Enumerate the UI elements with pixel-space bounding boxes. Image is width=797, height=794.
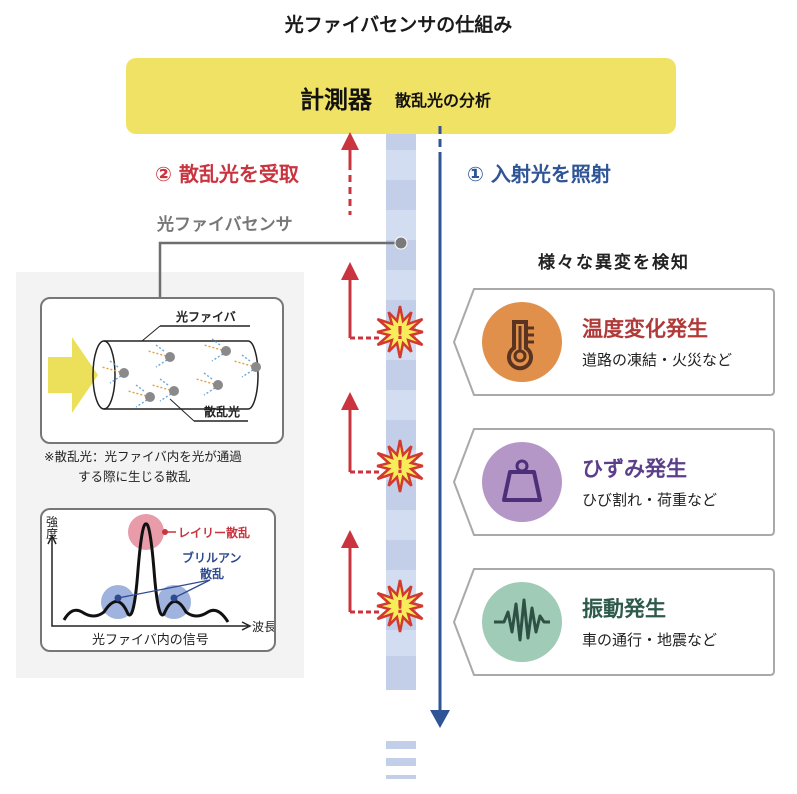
weight-badge	[482, 442, 562, 522]
exclamation-icon: !	[396, 457, 404, 478]
burst-icon	[376, 305, 424, 359]
scatter-ray-blue	[159, 378, 169, 386]
y-axis-label-2: 度	[46, 526, 58, 541]
scattered-light-return-arrow	[341, 132, 359, 215]
spectrum-caption: 光ファイバ内の信号	[92, 632, 209, 648]
scatter-ray-blue	[241, 354, 251, 362]
y-axis-label-1: 強	[46, 515, 58, 529]
anomaly-description: 道路の凍結・火災など	[582, 351, 733, 369]
scatter-note-line2: する際に生じる散乱	[78, 469, 191, 484]
vibration-wave-badge	[482, 582, 562, 662]
measurement-device-subtitle: 散乱光の分析	[395, 91, 492, 110]
signal-curve	[62, 522, 230, 623]
x-axis-label: 波長	[252, 620, 274, 634]
brillouin-label-1: ブリルアン	[182, 550, 242, 565]
brillouin-label-2: 散乱	[200, 566, 224, 581]
exclamation-icon: !	[396, 597, 404, 618]
scatter-ray-orange	[195, 378, 215, 385]
fiber-illustration: 光ファイバ 散乱光	[48, 309, 261, 422]
scatter-ray-blue	[135, 384, 145, 392]
spectrum-illustration: レイリー散乱 ブリルアン 散乱 強 度 波長 光ファイバ内の信号	[46, 514, 274, 648]
scatter-ray-orange	[151, 384, 171, 391]
anomaly-card: 振動発生 車の通行・地震など	[452, 567, 776, 677]
scatter-ray-blue	[155, 359, 168, 368]
burst-icon	[376, 439, 424, 493]
thermometer-icon	[482, 320, 562, 386]
scatter-ray-blue	[241, 369, 254, 378]
anomaly-description: ひび割れ・荷重など	[582, 491, 718, 509]
scatter-particle	[213, 380, 223, 390]
scatter-ray-orange	[203, 344, 223, 351]
return-arrowhead	[341, 262, 359, 280]
incident-light-icon	[48, 337, 98, 413]
scatter-particle	[145, 392, 155, 402]
anomaly-card: ひずみ発生 ひび割れ・荷重など	[452, 427, 776, 537]
scatter-particle	[165, 352, 175, 362]
measurement-device-label: 計測器	[300, 86, 372, 114]
fiber-label: 光ファイバ	[175, 309, 236, 324]
rayleigh-label: レイリー散乱	[178, 525, 250, 540]
anomaly-title: 温度変化発生	[582, 317, 708, 341]
scatter-ray-blue	[211, 338, 221, 346]
step-receive-label: ② 散乱光を受取	[155, 162, 299, 186]
rayleigh-highlight	[128, 514, 164, 550]
vibration-wave-icon	[482, 598, 562, 666]
return-arrowhead	[341, 530, 359, 548]
scatter-note-line1: ※散乱光：光ファイバ内を光が通過	[44, 449, 242, 464]
anomaly-burst-group: !	[341, 530, 424, 633]
anomaly-card: 温度変化発生 道路の凍結・火災など	[452, 287, 776, 397]
anomaly-burst-group: !	[341, 262, 424, 359]
scatter-ray-blue	[155, 344, 165, 352]
detect-title: 様々な異変を検知	[538, 253, 690, 273]
scatter-particle	[169, 386, 179, 396]
anomaly-burst-group: !	[341, 392, 424, 493]
thermometer-badge	[482, 302, 562, 382]
scatter-ray-blue	[135, 399, 148, 408]
scatter-ray-blue	[109, 360, 119, 368]
scatter-ray-blue	[159, 393, 172, 402]
sensor-connector	[158, 236, 408, 297]
incident-light-arrow	[430, 126, 450, 728]
spectrum-diagram-box: レイリー散乱 ブリルアン 散乱 強 度 波長 光ファイバ内の信号	[40, 508, 276, 652]
spectrum-axes	[51, 538, 248, 627]
scatter-ray-orange	[233, 360, 253, 367]
scatter-ray-orange	[101, 366, 121, 373]
return-arrowhead	[341, 392, 359, 410]
exclamation-icon: !	[396, 323, 404, 344]
diagram-title: 光ファイバセンサの仕組み	[284, 14, 513, 36]
weight-icon	[482, 459, 562, 526]
scatter-particle	[119, 368, 129, 378]
anomaly-title: ひずみ発生	[582, 457, 687, 481]
scatter-ray-orange	[147, 350, 167, 357]
anomaly-description: 車の通行・地震など	[582, 631, 718, 649]
scatter-ray-blue	[211, 353, 224, 362]
scatter-particle	[221, 346, 231, 356]
scatter-particle	[251, 362, 261, 372]
scatter-ray-blue	[203, 372, 213, 380]
burst-icon	[376, 579, 424, 633]
scatter-ray-orange	[127, 390, 147, 397]
scatter-label: 散乱光	[204, 404, 240, 419]
measurement-device-box	[126, 58, 676, 134]
fiber-diagram-box: 光ファイバ 散乱光	[40, 297, 284, 444]
step-emit-label: ① 入射光を照射	[467, 162, 611, 186]
anomaly-title: 振動発生	[582, 597, 666, 621]
sensor-label: 光ファイバセンサ	[157, 215, 293, 235]
scatter-ray-blue	[203, 387, 216, 396]
